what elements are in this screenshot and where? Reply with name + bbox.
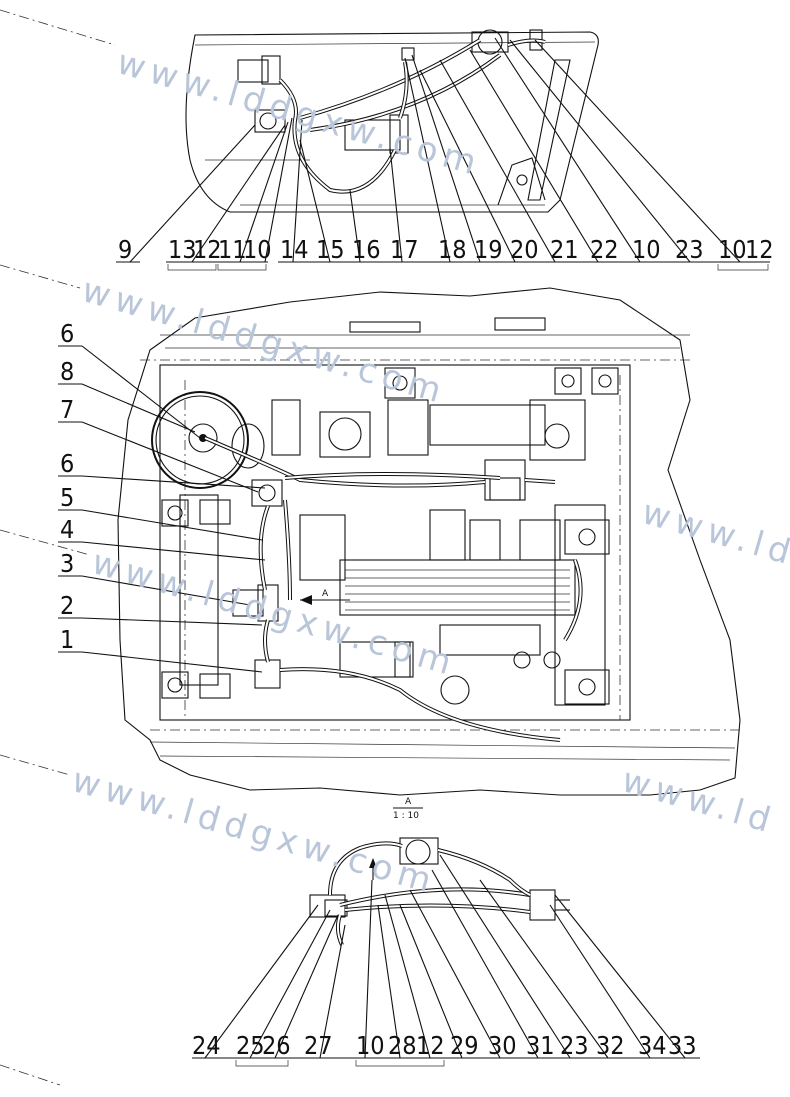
callout-10b: 10	[632, 235, 661, 264]
watermark-text: www.lddgxw.com	[68, 760, 442, 903]
callout-11: 11	[218, 235, 247, 264]
callout-17: 17	[390, 235, 419, 264]
section-label: A 1 : 10	[393, 797, 423, 821]
callout-21: 21	[550, 235, 579, 264]
callout-34: 34	[638, 1031, 667, 1060]
callout-23: 23	[675, 235, 704, 264]
callout-9: 9	[118, 235, 132, 264]
watermark-text: www.lddgxw.com	[78, 270, 452, 413]
bottom-view: 24 25 26 27 10 28 12 29 30 31 23 32 34 3…	[192, 837, 700, 1067]
callout-26: 26	[262, 1031, 291, 1060]
callout-31: 31	[526, 1031, 555, 1060]
callout-32: 32	[596, 1031, 625, 1060]
callout-29: 29	[450, 1031, 479, 1060]
callout-6: 6	[60, 319, 74, 348]
callout-23b: 23	[560, 1031, 589, 1060]
callout-10c: 10	[718, 235, 747, 264]
callout-4: 4	[60, 515, 74, 544]
callout-6b: 6	[60, 449, 74, 478]
watermark-text: www.ldd	[638, 492, 790, 582]
callout-27: 27	[304, 1031, 333, 1060]
callout-30: 30	[488, 1031, 517, 1060]
callout-28: 28	[388, 1031, 417, 1060]
callout-5: 5	[60, 483, 74, 512]
callout-1: 1	[60, 625, 74, 654]
callout-2: 2	[60, 591, 74, 620]
main-view: A	[58, 287, 741, 796]
callout-20: 20	[510, 235, 539, 264]
callout-16: 16	[352, 235, 381, 264]
callout-13: 13	[168, 235, 197, 264]
watermark-text: www.lddgxw.com	[88, 542, 462, 685]
callout-8: 8	[60, 357, 74, 386]
watermark-text: www.ld	[618, 760, 781, 842]
flow-arrow-label: A	[322, 589, 329, 599]
callout-24: 24	[192, 1031, 221, 1060]
callout-12: 12	[193, 235, 222, 264]
top-view: 9 13 12 11 10 14 15 16 17 18 19 20 21 22…	[116, 29, 774, 271]
callout-10: 10	[243, 235, 272, 264]
callout-15: 15	[316, 235, 345, 264]
callout-12c: 12	[416, 1031, 445, 1060]
callout-12b: 12	[745, 235, 774, 264]
callout-18: 18	[438, 235, 467, 264]
callout-33: 33	[668, 1031, 697, 1060]
watermark-layer: www.lddgxw.com www.lddgxw.com www.lddgxw…	[0, 9, 790, 1086]
callout-7: 7	[60, 395, 74, 424]
callout-22: 22	[590, 235, 619, 264]
section-scale: 1 : 10	[393, 811, 419, 821]
callout-3: 3	[60, 549, 74, 578]
callout-25: 25	[236, 1031, 265, 1060]
section-letter: A	[405, 797, 412, 807]
callout-14: 14	[280, 235, 309, 264]
callout-19: 19	[474, 235, 503, 264]
callout-10d: 10	[356, 1031, 385, 1060]
